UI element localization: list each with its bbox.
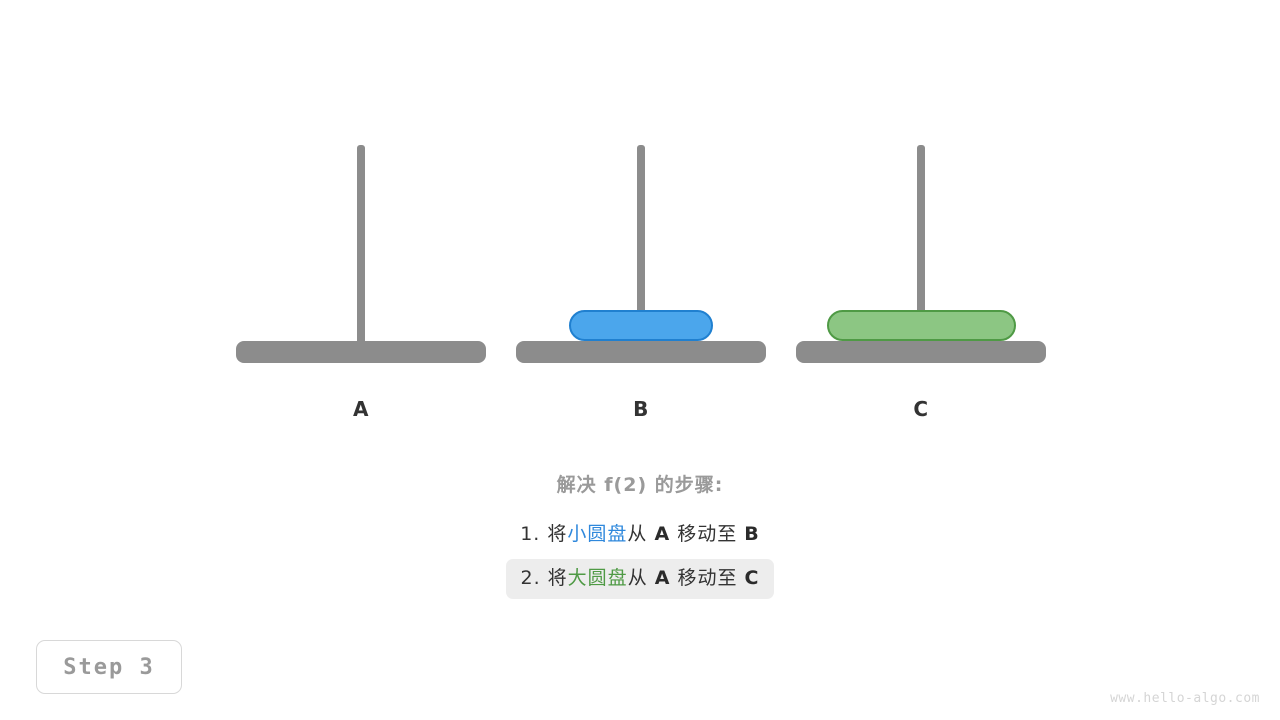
pole-b <box>637 145 645 345</box>
pole-a <box>357 145 365 345</box>
step-to-peg: B <box>744 523 760 545</box>
step-row: 2. 将大圆盘从 A 移动至 C <box>0 558 1280 599</box>
step-badge-label: Step 3 <box>63 654 155 680</box>
tower-peg-b: B <box>516 0 766 440</box>
step-verb: 将 <box>547 566 568 589</box>
step-index: 2. <box>520 566 548 589</box>
step-badge: Step 3 <box>36 640 182 694</box>
step-from-peg: A <box>654 523 671 545</box>
step-item-2: 2. 将大圆盘从 A 移动至 C <box>506 558 774 599</box>
base-b <box>516 341 766 363</box>
step-disk-name: 小圆盘 <box>567 523 628 545</box>
step-move-word: 移动至 <box>670 523 745 545</box>
base-a <box>236 341 486 363</box>
hanoi-towers: A B C <box>236 0 1046 440</box>
pole-c <box>917 145 925 345</box>
step-to-peg: C <box>744 566 760 589</box>
steps-section: 解决 f(2) 的步骤: 1. 将小圆盘从 A 移动至 B 2. 将大圆盘从 A… <box>0 470 1280 603</box>
peg-label-b: B <box>633 397 649 421</box>
disk-large-on-c <box>827 310 1016 341</box>
watermark: www.hello-algo.com <box>1110 691 1260 706</box>
tower-peg-a: A <box>236 0 486 440</box>
step-from-word: 从 <box>627 523 655 545</box>
steps-list: 1. 将小圆盘从 A 移动至 B 2. 将大圆盘从 A 移动至 C <box>0 515 1280 599</box>
step-from-peg: A <box>654 566 671 589</box>
step-move-word: 移动至 <box>670 566 745 589</box>
peg-label-a: A <box>353 397 369 421</box>
tower-peg-c: C <box>796 0 1046 440</box>
step-verb: 将 <box>547 523 568 545</box>
base-c <box>796 341 1046 363</box>
step-disk-name: 大圆盘 <box>567 566 628 589</box>
peg-label-c: C <box>913 397 929 421</box>
step-item-1: 1. 将小圆盘从 A 移动至 B <box>506 515 774 555</box>
steps-title: 解决 f(2) 的步骤: <box>556 474 724 496</box>
disk-small-on-b <box>569 310 713 341</box>
step-row: 1. 将小圆盘从 A 移动至 B <box>0 515 1280 555</box>
step-index: 1. <box>520 523 548 545</box>
step-from-word: 从 <box>627 566 655 589</box>
